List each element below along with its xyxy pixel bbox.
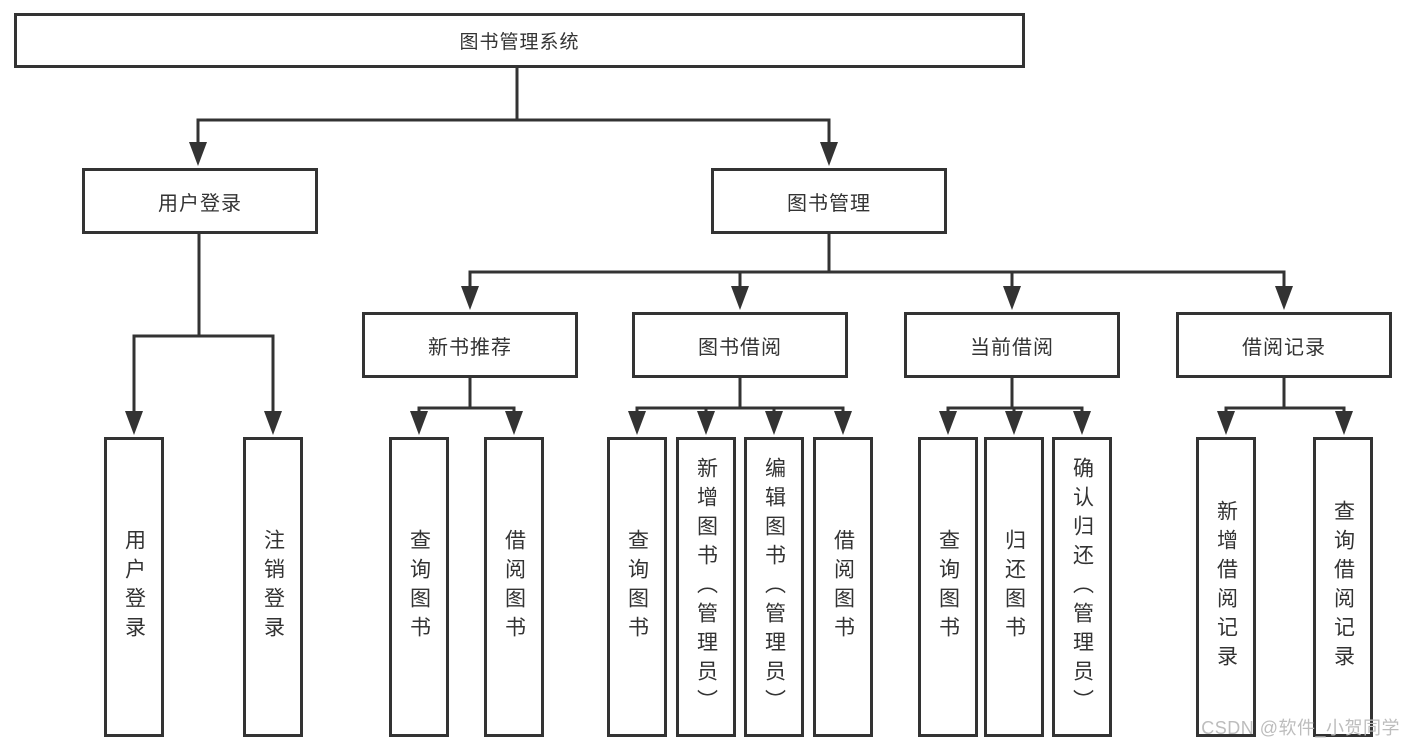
node-current-borrow: 当前借阅 xyxy=(904,312,1120,378)
node-library-system: 图书管理系统 xyxy=(14,13,1025,68)
leaf-logout-label: 注销登录 xyxy=(261,529,285,645)
arrow-down-icon xyxy=(731,286,749,310)
leaf-edit-books-admin: 编辑图书（管理员） xyxy=(744,437,804,737)
node-book-borrow-label: 图书借阅 xyxy=(698,336,782,359)
arrow-down-icon xyxy=(939,411,957,435)
node-current-borrow-label: 当前借阅 xyxy=(970,336,1054,359)
leaf-add-books-admin: 新增图书（管理员） xyxy=(676,437,736,737)
node-book-management: 图书管理 xyxy=(711,168,947,234)
leaf-edit-books-admin-label: 编辑图书（管理员） xyxy=(762,456,786,718)
leaf-add-borrow-record-label: 新增借阅记录 xyxy=(1214,500,1238,674)
leaf-borrow-books-label: 借阅图书 xyxy=(831,529,855,645)
arrow-down-icon xyxy=(1005,411,1023,435)
watermark: CSDN @软件_小贺同学 xyxy=(1201,718,1400,738)
leaf-borrow-books: 借阅图书 xyxy=(813,437,873,737)
leaf-query-borrow-record-label: 查询借阅记录 xyxy=(1331,500,1355,674)
arrow-down-icon xyxy=(834,411,852,435)
leaf-user-login-label: 用户登录 xyxy=(122,529,146,645)
arrow-down-icon xyxy=(125,411,143,435)
arrow-down-icon xyxy=(1217,411,1235,435)
leaf-add-books-admin-label: 新增图书（管理员） xyxy=(694,456,718,718)
arrow-down-icon xyxy=(1335,411,1353,435)
node-new-book-recommend: 新书推荐 xyxy=(362,312,578,378)
arrow-down-icon xyxy=(1073,411,1091,435)
arrowhead-icons xyxy=(125,142,1353,435)
leaf-borrow-books-label: 借阅图书 xyxy=(502,529,526,645)
leaf-query-books-label: 查询图书 xyxy=(407,529,431,645)
node-user-login-label: 用户登录 xyxy=(158,192,242,215)
arrow-down-icon xyxy=(1003,286,1021,310)
node-borrow-records-label: 借阅记录 xyxy=(1242,336,1326,359)
arrow-down-icon xyxy=(461,286,479,310)
leaf-query-borrow-record: 查询借阅记录 xyxy=(1313,437,1373,737)
arrow-down-icon xyxy=(410,411,428,435)
node-new-book-recommend-label: 新书推荐 xyxy=(428,336,512,359)
leaf-return-books: 归还图书 xyxy=(984,437,1044,737)
leaf-user-login: 用户登录 xyxy=(104,437,164,737)
node-book-management-label: 图书管理 xyxy=(787,192,871,215)
leaf-query-books: 查询图书 xyxy=(918,437,978,737)
leaf-borrow-books: 借阅图书 xyxy=(484,437,544,737)
node-borrow-records: 借阅记录 xyxy=(1176,312,1392,378)
arrow-down-icon xyxy=(820,142,838,166)
node-library-system-label: 图书管理系统 xyxy=(459,32,580,53)
leaf-add-borrow-record: 新增借阅记录 xyxy=(1196,437,1256,737)
leaf-query-books-label: 查询图书 xyxy=(936,529,960,645)
leaf-logout: 注销登录 xyxy=(243,437,303,737)
leaf-return-books-label: 归还图书 xyxy=(1002,529,1026,645)
arrow-down-icon xyxy=(505,411,523,435)
node-book-borrow: 图书借阅 xyxy=(632,312,848,378)
arrow-down-icon xyxy=(1275,286,1293,310)
arrow-down-icon xyxy=(765,411,783,435)
arrow-down-icon xyxy=(697,411,715,435)
arrow-down-icon xyxy=(264,411,282,435)
leaf-confirm-return-admin: 确认归还（管理员） xyxy=(1052,437,1112,737)
arrow-down-icon xyxy=(189,142,207,166)
leaf-query-books-label: 查询图书 xyxy=(625,529,649,645)
leaf-confirm-return-admin-label: 确认归还（管理员） xyxy=(1070,456,1094,718)
leaf-query-books: 查询图书 xyxy=(607,437,667,737)
node-user-login: 用户登录 xyxy=(82,168,318,234)
arrow-down-icon xyxy=(628,411,646,435)
leaf-query-books: 查询图书 xyxy=(389,437,449,737)
